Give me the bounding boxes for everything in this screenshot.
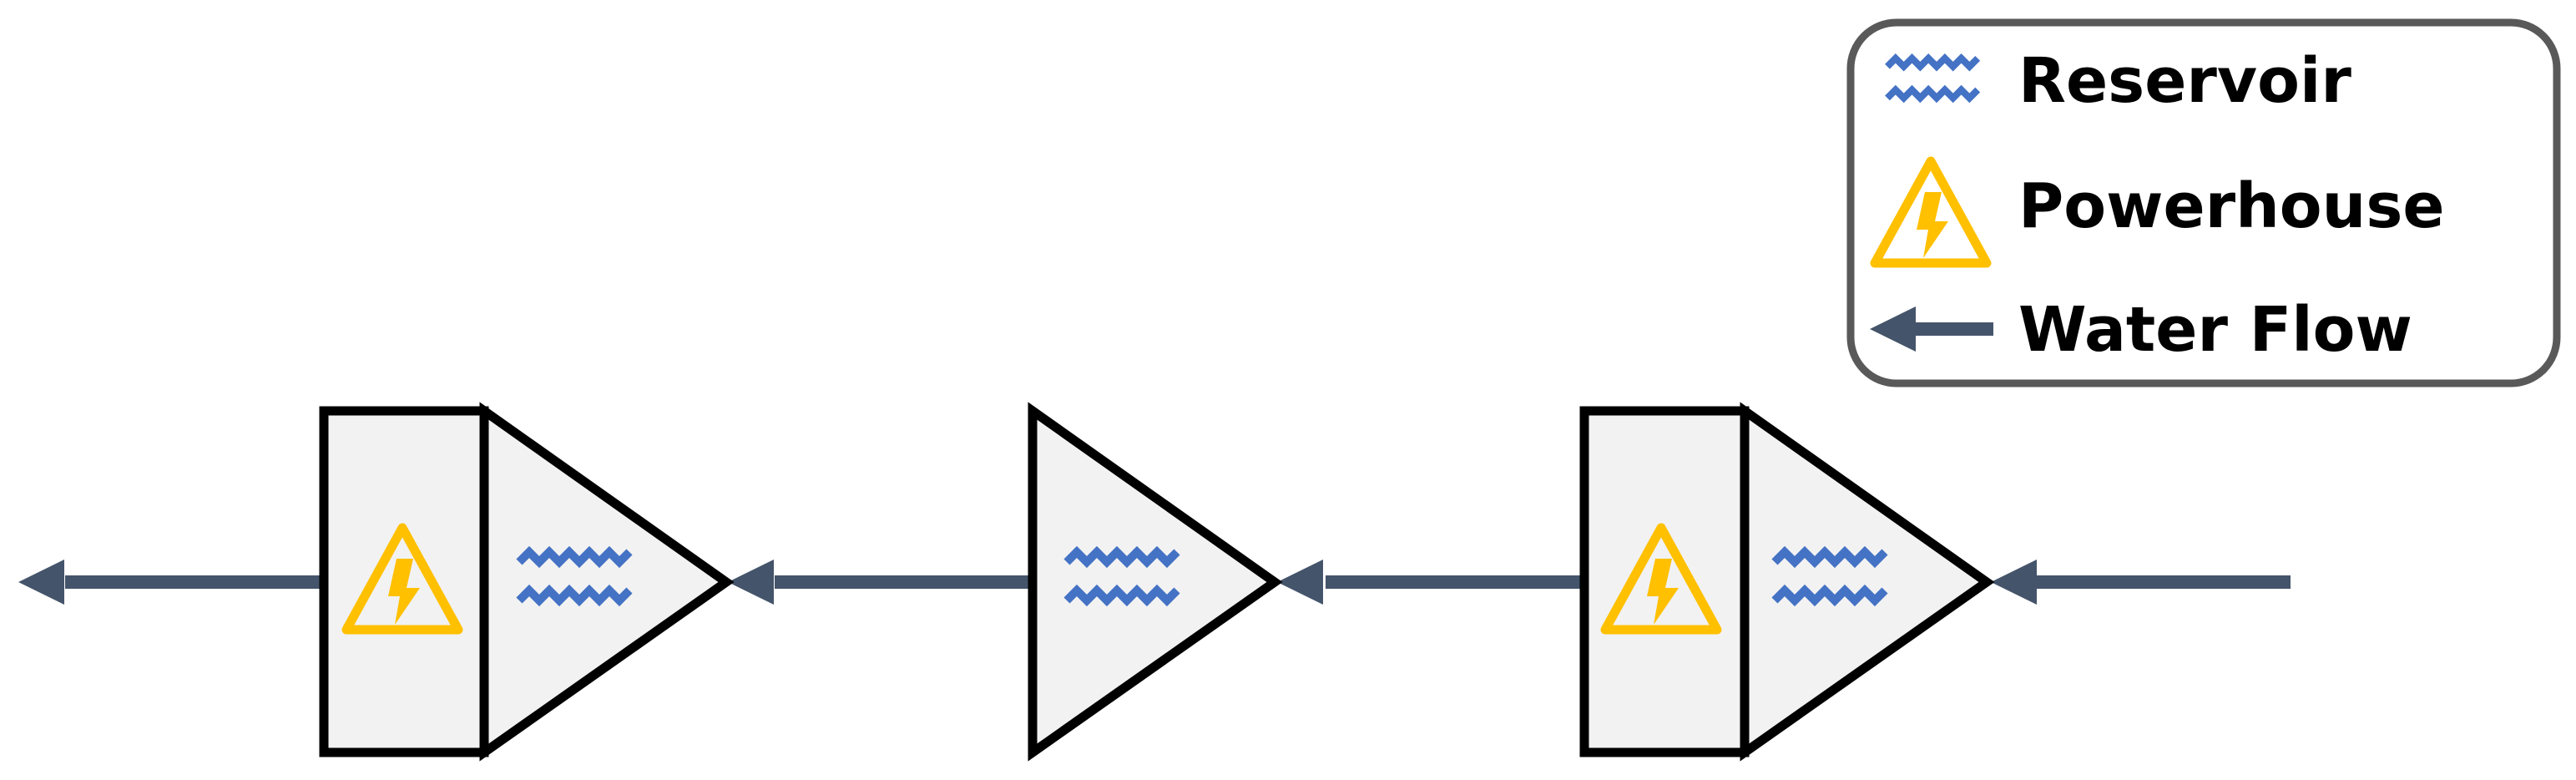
legend-item-reservoir: Reservoir xyxy=(1887,45,2351,117)
reservoir-triangle xyxy=(1740,402,1995,762)
water-flow-arrow xyxy=(1991,560,2291,605)
legend-water-flow-label: Water Flow xyxy=(2018,294,2412,366)
legend-item-powerhouse: Powerhouse xyxy=(1875,161,2445,263)
water-flow-arrow xyxy=(1277,560,1584,605)
stage-reservoir-middle xyxy=(1028,402,1283,762)
water-flow-arrow xyxy=(728,560,1033,605)
legend-box xyxy=(1846,18,2561,387)
legend-powerhouse-label: Powerhouse xyxy=(2018,170,2445,242)
stage-powerhouse-reservoir-left xyxy=(319,402,735,762)
legend-reservoir-label: Reservoir xyxy=(2018,45,2351,117)
reservoir-triangle xyxy=(1028,402,1283,762)
stage-powerhouse-reservoir-right xyxy=(1579,402,1995,762)
water-flow-arrow xyxy=(18,560,324,605)
legend-item-water-flow: Water Flow xyxy=(1870,294,2412,366)
legend: Reservoir Powerhouse Water Flow xyxy=(1846,18,2561,387)
water-flow-arrow-icon xyxy=(1870,306,1916,352)
reservoir-triangle xyxy=(479,402,735,762)
